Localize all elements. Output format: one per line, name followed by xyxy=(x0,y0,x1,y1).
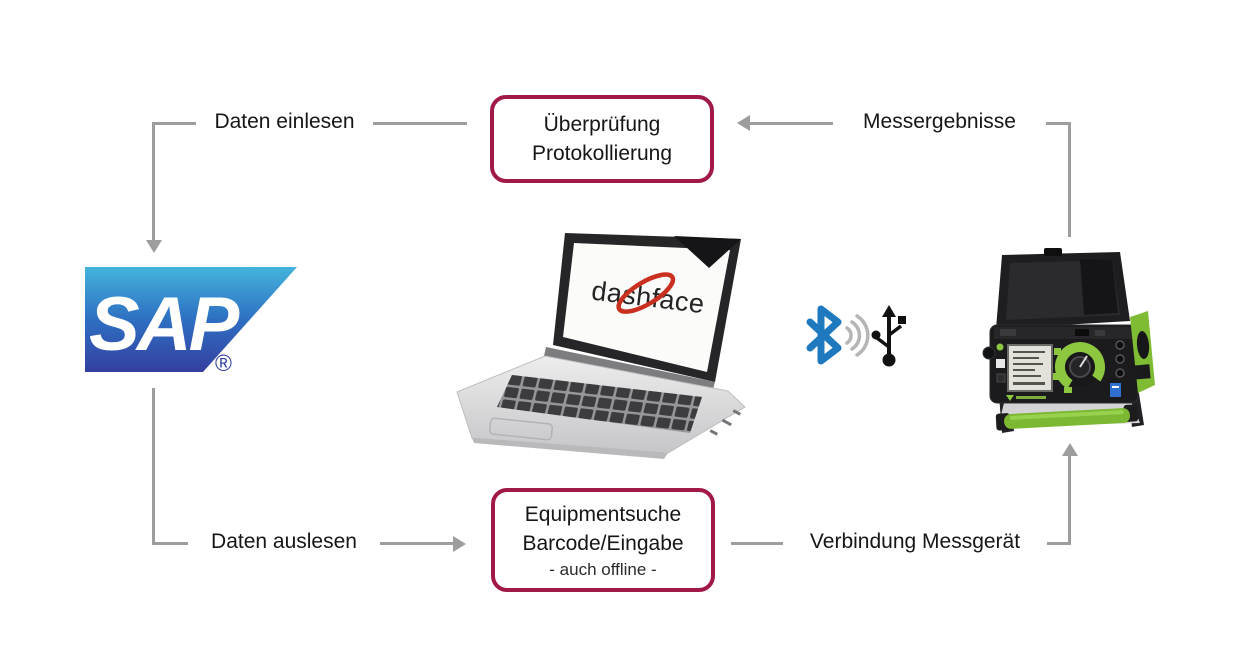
arrow-right-icon xyxy=(453,536,466,552)
device-brand-text xyxy=(1016,396,1046,399)
device-right-bracket xyxy=(1130,311,1155,393)
label-messergebnisse: Messergebnisse xyxy=(863,110,1016,133)
laptop-keys xyxy=(497,375,702,433)
usb-icon xyxy=(871,305,906,367)
arrow-up-icon xyxy=(1062,443,1078,456)
device-latch xyxy=(1044,248,1062,256)
flow-box-verification-line1: Überprüfung xyxy=(543,113,661,136)
connector-line xyxy=(380,542,453,545)
flow-box-equipment-line2: Barcode/Eingabe xyxy=(522,532,684,555)
arrow-down-icon xyxy=(146,240,162,253)
laptop-trackpad xyxy=(488,417,554,441)
device-top-button xyxy=(1095,330,1105,336)
device-top-slot xyxy=(1075,329,1089,336)
signal-waves-icon xyxy=(845,314,870,357)
connector-line xyxy=(373,122,467,125)
sap-registered-mark: ® xyxy=(215,350,232,375)
device-rotary-dial xyxy=(1053,342,1105,393)
device-brand-mark xyxy=(1006,395,1014,401)
sap-logo: SAP ® xyxy=(85,267,297,375)
flow-box-verification-line2: Protokollierung xyxy=(531,142,673,165)
label-daten-auslesen: Daten auslesen xyxy=(211,530,357,553)
sap-logo-shape xyxy=(85,267,297,372)
flow-box-equipment: Equipmentsuche Barcode/Eingabe - auch of… xyxy=(491,488,715,592)
label-daten-einlesen: Daten einlesen xyxy=(214,110,355,133)
connector-line xyxy=(731,542,783,545)
device-lid-pocket xyxy=(1080,259,1118,315)
device-display-lines xyxy=(1013,351,1045,385)
bluetooth-icon xyxy=(806,305,870,365)
sap-logo-text: SAP xyxy=(89,282,240,367)
flow-box-verification: Überprüfung Protokollierung xyxy=(490,95,714,183)
arrow-left-icon xyxy=(737,115,750,131)
device-sockets xyxy=(1115,340,1125,378)
flow-box-equipment-line1: Equipmentsuche xyxy=(524,503,682,526)
laptop-ports xyxy=(709,409,742,436)
connector-line xyxy=(1068,122,1071,237)
device-button-dark xyxy=(996,373,1006,383)
bluetooth-rune xyxy=(806,305,842,365)
connector-line xyxy=(152,122,196,125)
device-led xyxy=(996,343,1004,351)
laptop-illustration xyxy=(456,233,746,459)
connector-line xyxy=(1047,542,1071,545)
label-verbindung-messgeraet: Verbindung Messgerät xyxy=(809,530,1021,553)
measuring-device-illustration xyxy=(982,248,1155,433)
device-side-knob xyxy=(982,346,996,360)
laptop-front-edge xyxy=(472,438,668,459)
device-handle xyxy=(995,404,1139,431)
device-button-white xyxy=(996,359,1005,368)
connector-line xyxy=(152,542,188,545)
connector-line xyxy=(152,123,155,240)
connector-line xyxy=(152,388,155,545)
device-blue-sticker xyxy=(1110,383,1121,397)
flow-box-equipment-note: - auch offline - xyxy=(549,560,657,579)
connector-line xyxy=(1046,122,1071,125)
connector-line xyxy=(1068,455,1071,545)
device-top-switch xyxy=(1000,329,1016,336)
connector-line xyxy=(750,122,833,125)
laptop-screen-gloss xyxy=(674,236,741,268)
